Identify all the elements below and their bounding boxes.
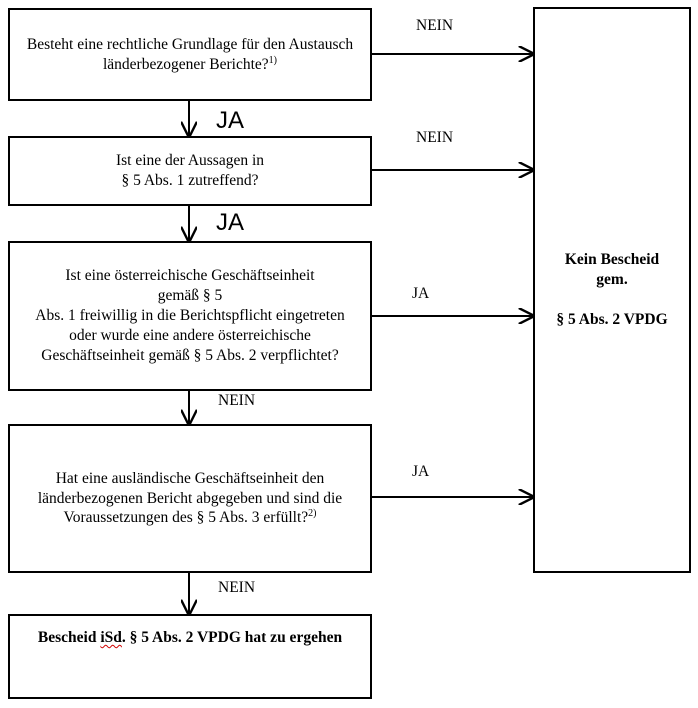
question-text-austrian-line3: Abs. 1 freiwillig in die Berichtspflicht… <box>35 307 345 364</box>
label-nein-down-3: NEIN <box>218 392 256 409</box>
result-text-line1: Kein Bescheid <box>564 251 660 269</box>
label-ja-3: JA <box>412 285 430 302</box>
question-text-austrian-line2: gemäß § 5 <box>157 287 223 305</box>
question-box-legal-basis: Besteht eine rechtliche Grundlage für de… <box>8 8 372 101</box>
footnote-marker-2: 2) <box>308 508 317 520</box>
question-text-foreign-entity: Hat eine ausländische Geschäftseinheit d… <box>37 469 343 527</box>
outcome-text-prefix: Bescheid <box>37 629 101 646</box>
label-ja-4: JA <box>412 463 430 480</box>
label-nein-down-4: NEIN <box>218 579 256 596</box>
question-text-austrian-line1: Ist eine österreichische Geschäftseinhei… <box>65 267 315 285</box>
question-text-legal-basis: Besteht eine rechtliche Grundlage für de… <box>26 35 354 73</box>
result-text-line3: § 5 Abs. 2 VPDG <box>556 310 668 328</box>
result-text-line2: gem. <box>596 271 628 289</box>
result-text-spacer <box>556 290 667 310</box>
outcome-box-decision: Bescheid iSd. § 5 Abs. 2 VPDG hat zu erg… <box>8 614 372 699</box>
label-ja-down-1: JA <box>216 107 245 134</box>
label-nein-2: NEIN <box>416 129 454 146</box>
label-ja-down-2: JA <box>216 209 245 236</box>
question-text-statements-line1: Ist eine der Aussagen in <box>115 152 265 170</box>
label-nein-1: NEIN <box>416 17 454 34</box>
footnote-marker-1: 1) <box>268 54 277 66</box>
question-box-foreign-entity: Hat eine ausländische Geschäftseinheit d… <box>8 424 372 573</box>
question-text-statements-line2: § 5 Abs. 1 zutreffend? <box>121 172 259 189</box>
result-box-no-decision: Kein Bescheid gem. § 5 Abs. 2 VPDG <box>533 7 691 573</box>
question-box-austrian-entity: Ist eine österreichische Geschäftseinhei… <box>8 241 372 391</box>
outcome-text-suffix: . § 5 Abs. 2 VPDG hat zu ergehen <box>121 629 343 646</box>
question-box-statements: Ist eine der Aussagen in § 5 Abs. 1 zutr… <box>8 136 372 206</box>
outcome-text-isd: iSd <box>100 629 122 646</box>
